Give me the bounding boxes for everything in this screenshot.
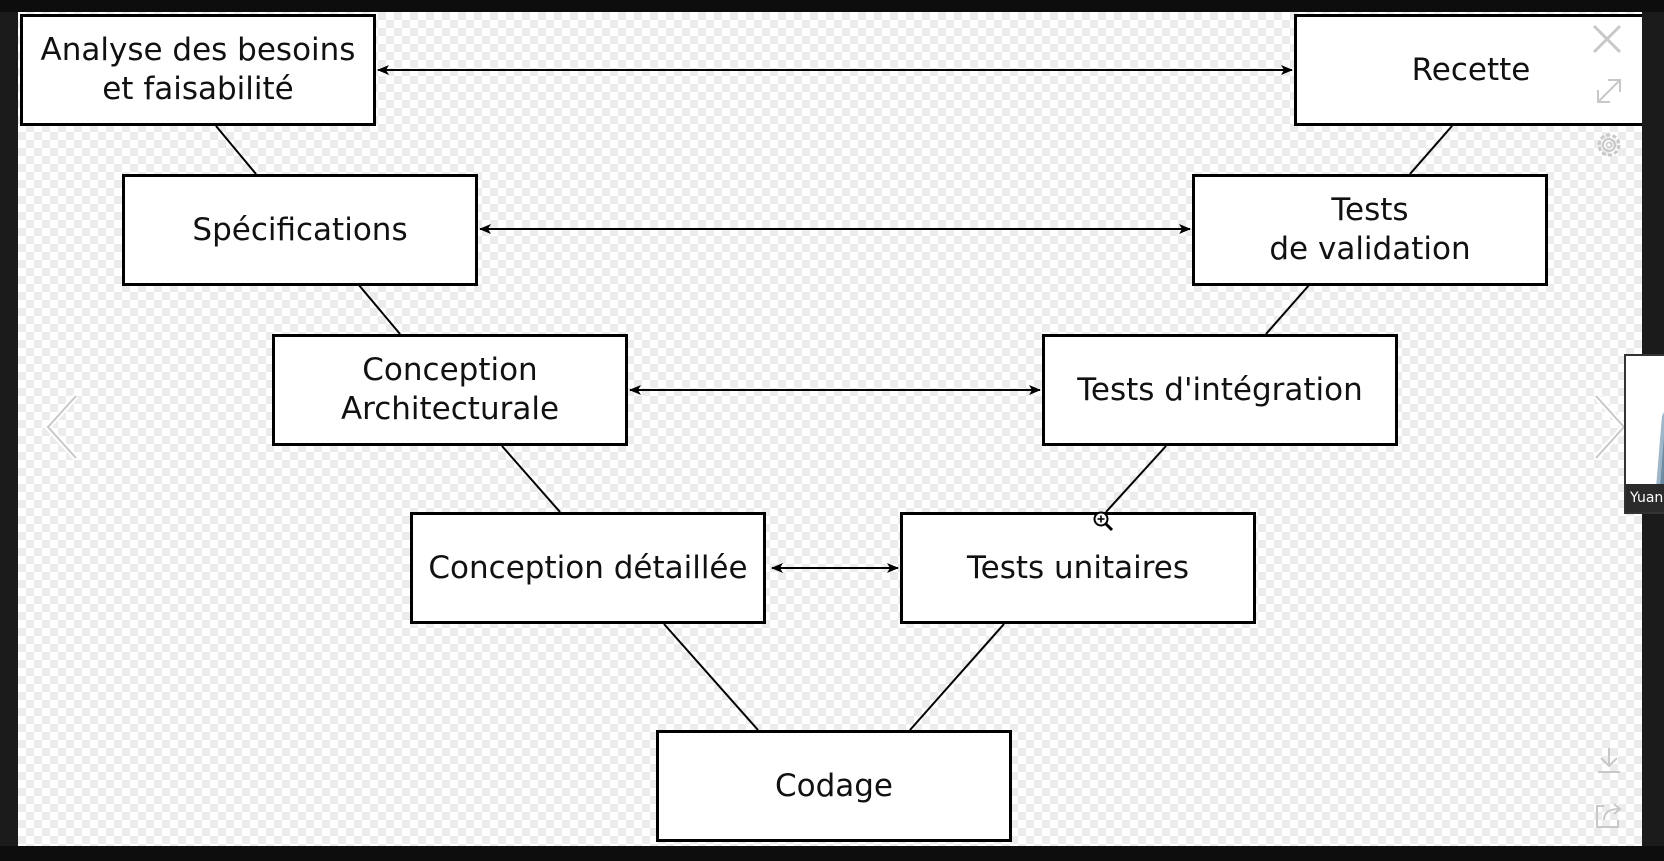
connector-conception-detaillee-codage bbox=[663, 623, 759, 731]
gear-icon[interactable] bbox=[1592, 128, 1626, 162]
share-icon[interactable] bbox=[1592, 798, 1626, 832]
connector-conception-architecturale-detaillee bbox=[501, 445, 561, 513]
box-conception-architecturale: Conception Architecturale bbox=[272, 334, 628, 446]
connector-tests-validation-recette bbox=[1409, 125, 1453, 175]
zoom-in-cursor-icon bbox=[1093, 511, 1114, 532]
box-codage: Codage bbox=[656, 730, 1012, 842]
box-recette: Recette bbox=[1294, 14, 1642, 126]
connector-tests-integration-validation bbox=[1265, 283, 1311, 335]
box-analyse-besoins: Analyse des besoins et faisabilité bbox=[20, 14, 376, 126]
thumbnail-preview bbox=[1626, 356, 1664, 488]
box-specifications: Spécifications bbox=[122, 174, 478, 286]
expand-icon[interactable] bbox=[1592, 74, 1626, 108]
box-tests-validation: Tests de validation bbox=[1192, 174, 1548, 286]
viewer-bottom-bar bbox=[0, 846, 1664, 861]
chevron-left-icon[interactable] bbox=[42, 392, 82, 462]
viewer-top-bar bbox=[0, 0, 1664, 12]
box-tests-unitaires: Tests unitaires bbox=[900, 512, 1256, 624]
next-image-thumbnail[interactable]: Yuan bbox=[1624, 354, 1664, 514]
box-conception-detaillee: Conception détaillée bbox=[410, 512, 766, 624]
v-model-connectors bbox=[215, 65, 1453, 731]
download-icon[interactable] bbox=[1592, 744, 1626, 778]
close-icon[interactable] bbox=[1590, 22, 1624, 56]
connector-analyse-specifications bbox=[215, 125, 257, 175]
thumbnail-label: Yuan bbox=[1626, 484, 1664, 512]
image-canvas[interactable]: Analyse des besoins et faisabilité Recet… bbox=[18, 12, 1642, 846]
connector-specifications-conception-architecturale bbox=[357, 283, 401, 335]
connector-codage-tests-unitaires bbox=[909, 623, 1005, 731]
connector-tests-unitaires-integration bbox=[1105, 445, 1167, 513]
box-tests-integration: Tests d'intégration bbox=[1042, 334, 1398, 446]
